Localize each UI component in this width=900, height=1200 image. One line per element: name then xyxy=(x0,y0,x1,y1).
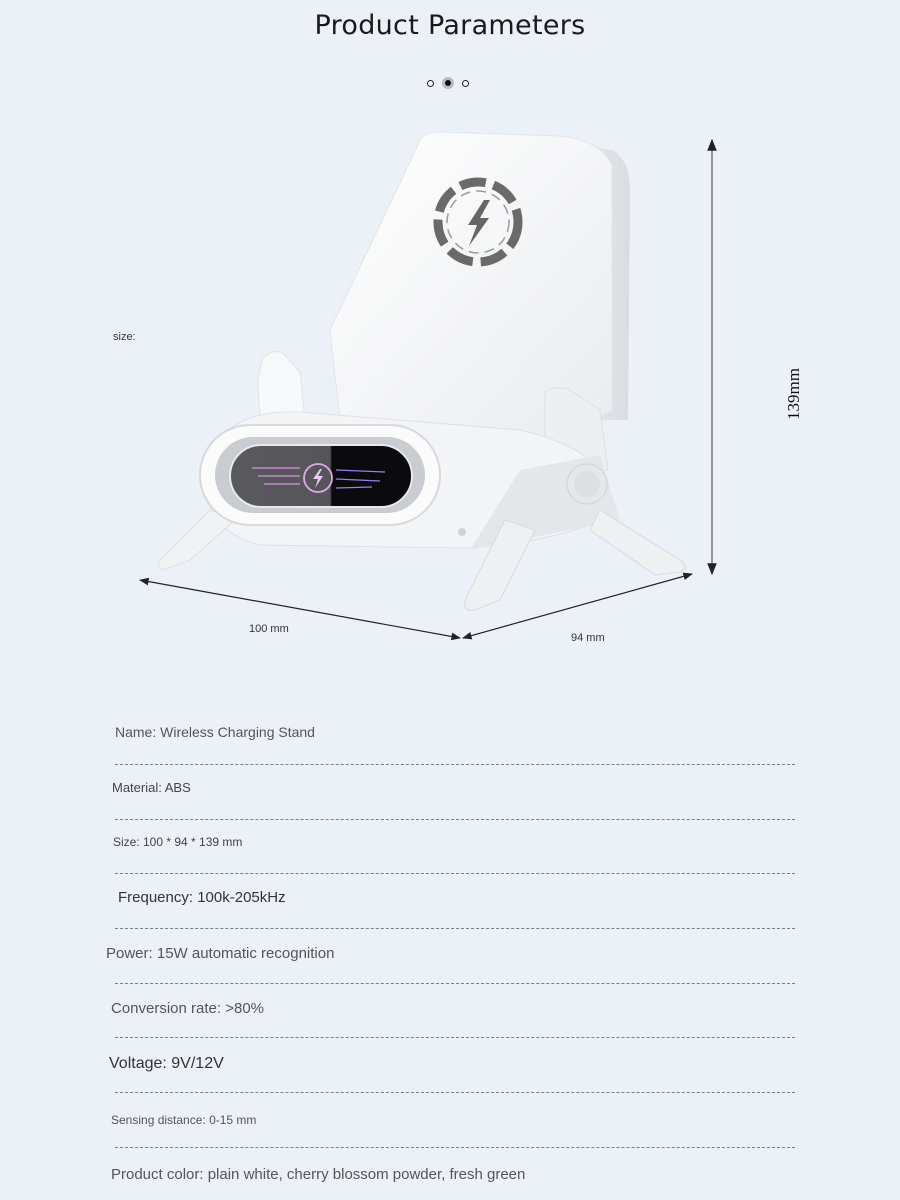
width-dimension-label: 100 mm xyxy=(249,623,289,635)
carousel-dot-3[interactable] xyxy=(462,79,469,87)
height-dimension-label: 139mm xyxy=(783,368,803,420)
depth-dimension-arrow xyxy=(462,572,693,640)
charging-ring-icon xyxy=(433,177,523,267)
spec-frequency: Frequency: 100k-205kHz xyxy=(118,889,286,906)
product-image xyxy=(139,131,717,641)
carousel-dot-1[interactable] xyxy=(427,79,434,87)
spec-divider xyxy=(115,1147,795,1148)
spec-divider xyxy=(115,764,795,765)
depth-dimension-label: 94 mm xyxy=(571,632,605,644)
spec-divider xyxy=(115,819,795,820)
spec-divider xyxy=(115,1037,795,1038)
screen-lightning-icon xyxy=(313,469,323,488)
spec-voltage: Voltage: 9V/12V xyxy=(109,1055,224,1072)
page-title: Product Parameters xyxy=(314,10,586,41)
size-label: size: xyxy=(113,331,136,343)
spec-product-color: Product color: plain white, cherry bloss… xyxy=(111,1166,526,1183)
spec-divider xyxy=(115,1092,795,1093)
spec-divider xyxy=(115,873,795,874)
carousel-indicator xyxy=(427,77,469,89)
carousel-dot-2-active[interactable] xyxy=(442,77,454,89)
spec-size: Size: 100 * 94 * 139 mm xyxy=(113,835,243,849)
spec-sensing-distance: Sensing distance: 0-15 mm xyxy=(111,1113,257,1127)
spec-conversion-rate: Conversion rate: >80% xyxy=(111,1000,265,1017)
spec-material: Material: ABS xyxy=(112,780,191,795)
lightning-bolt-icon xyxy=(468,200,490,246)
spec-divider xyxy=(115,983,795,984)
spec-power: Power: 15W automatic recognition xyxy=(106,945,335,962)
width-dimension-arrow xyxy=(139,577,461,641)
spec-name: Name: Wireless Charging Stand xyxy=(115,724,315,740)
screen-circuit-graphic xyxy=(252,463,386,493)
spec-divider xyxy=(115,928,795,929)
